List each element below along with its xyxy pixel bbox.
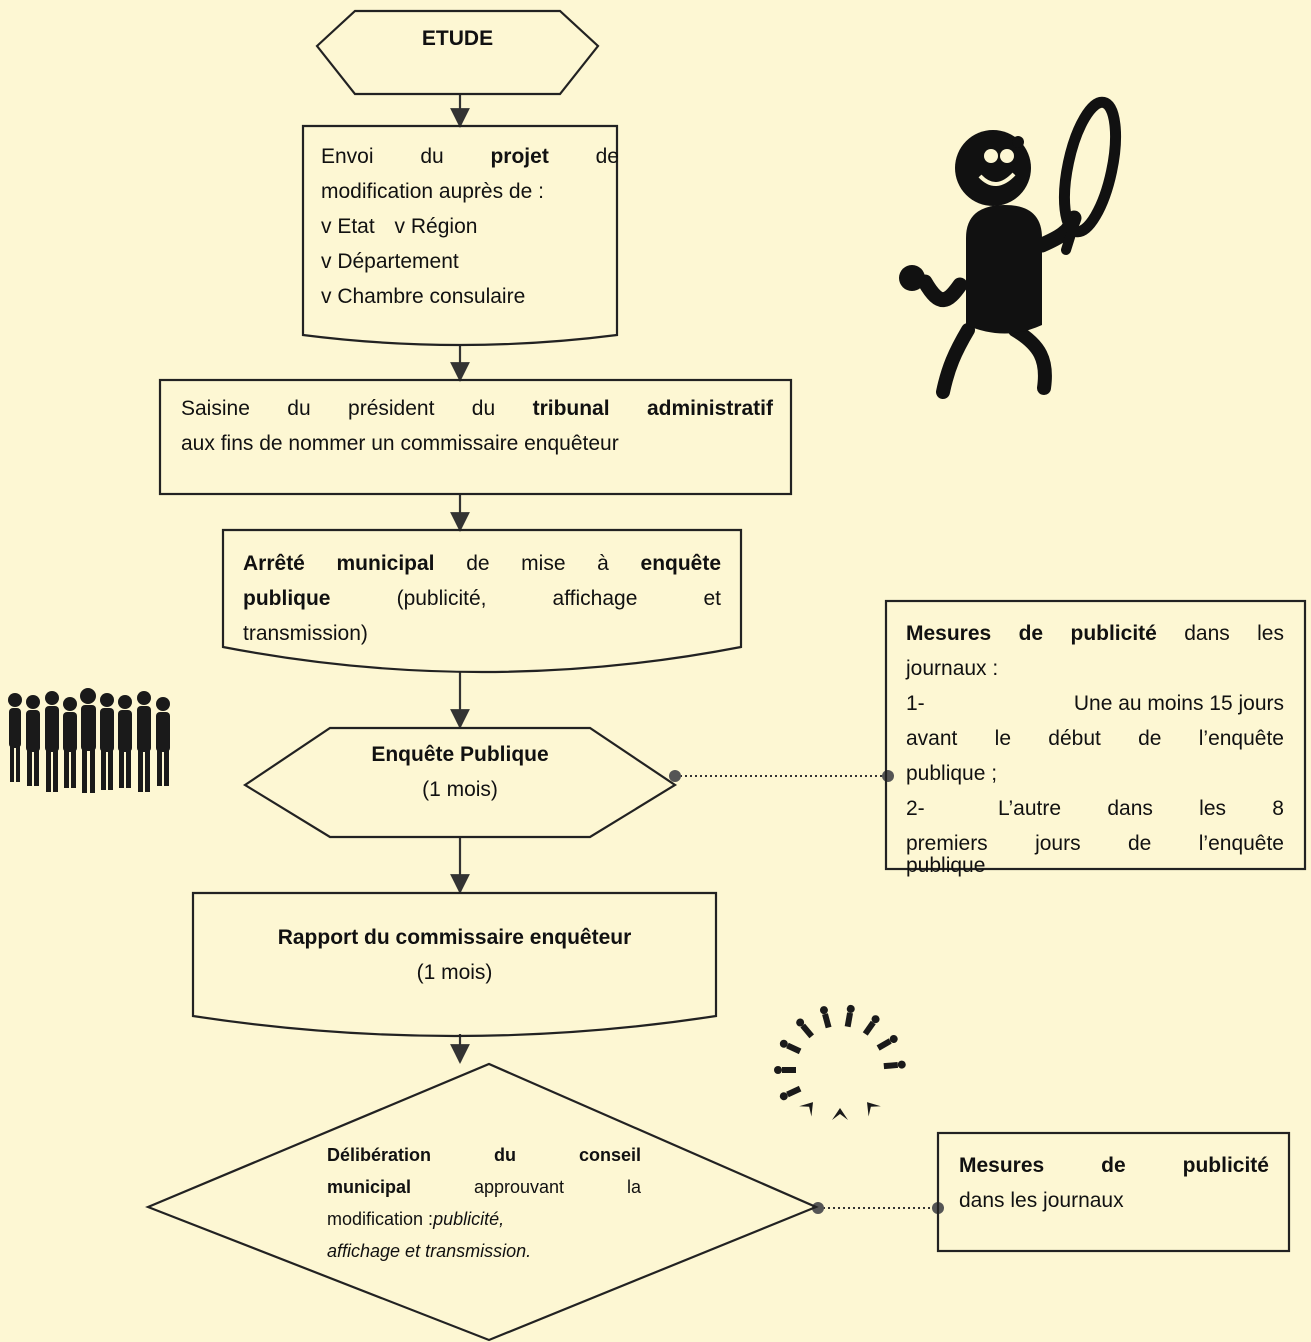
arrete-et: et bbox=[703, 587, 721, 610]
arrete-publique: publique bbox=[243, 587, 331, 610]
deliberation-word: Délibération bbox=[327, 1145, 432, 1165]
arrete-words: de mise à bbox=[466, 552, 609, 575]
circle-people-illustration bbox=[774, 1004, 906, 1120]
mesures-2-mesures: Mesures bbox=[959, 1154, 1045, 1177]
envoi-line-3: v Etat v Région bbox=[321, 210, 477, 245]
envoi-word-du: du bbox=[420, 145, 444, 168]
recipient-region: v Région bbox=[394, 215, 478, 238]
mesures-1-line-3: 1- Une au moins 15 jours bbox=[906, 687, 1284, 722]
mesures-2-publicite: publicité bbox=[1182, 1154, 1269, 1177]
etude-label: ETUDE bbox=[421, 27, 494, 50]
mesures-1-line-4: avant le début de l’enquête bbox=[906, 727, 1284, 750]
mesures-1-line-1: Mesures de publicité dans les bbox=[906, 617, 1284, 652]
deliberation-municipal: municipal bbox=[327, 1177, 412, 1197]
deliberation-line-3: modification :publicité, bbox=[327, 1203, 504, 1235]
saisine-line-2: aux fins de nommer un commissaire enquêt… bbox=[181, 432, 619, 455]
envoi-word-envoi: Envoi bbox=[321, 145, 374, 168]
etude-hexagon bbox=[315, 9, 600, 96]
deliberation-conseil: conseil bbox=[578, 1145, 641, 1165]
deliberation-modification: modification : bbox=[327, 1209, 434, 1229]
deliberation-la: la bbox=[626, 1177, 641, 1197]
saisine-line-1: Saisine du président du tribunal adminis… bbox=[181, 392, 773, 427]
arrete-document-shape bbox=[221, 528, 743, 674]
deliberation-line-1: Délibération du conseil bbox=[327, 1139, 641, 1171]
dotted-link-enquete bbox=[669, 770, 894, 782]
enquete-title: Enquête Publique bbox=[371, 743, 549, 766]
envoi-line-1: Envoi du projet de bbox=[321, 140, 619, 175]
rapport-duration: (1 mois) bbox=[416, 961, 493, 984]
item-2-text: L’autre dans les 8 bbox=[998, 797, 1284, 820]
mesures-1-title: Mesures de publicité bbox=[906, 622, 1157, 645]
crowd-illustration bbox=[8, 688, 170, 793]
arrete-affichage: affichage bbox=[552, 587, 638, 610]
item-number-1: 1- bbox=[906, 692, 925, 715]
enquete-duration: (1 mois) bbox=[422, 778, 498, 801]
deliberation-publicite: publicité, bbox=[433, 1209, 505, 1229]
saisine-intro: Saisine du président du bbox=[181, 397, 496, 420]
mesures-2-de: de bbox=[1101, 1154, 1126, 1177]
item-number-2: 2- bbox=[906, 797, 925, 820]
dotted-link-deliberation bbox=[812, 1202, 944, 1214]
arrete-line-2: publique (publicité, affichage et bbox=[243, 582, 721, 617]
arrete-title: Arrêté municipal bbox=[243, 552, 435, 575]
detective-illustration bbox=[899, 96, 1122, 399]
deliberation-line-2: municipal approuvant la bbox=[327, 1171, 641, 1203]
recipient-departement: v Département bbox=[321, 250, 459, 273]
mesures-box-1 bbox=[884, 599, 1307, 871]
mesures-box-2 bbox=[936, 1131, 1291, 1253]
saisine-box bbox=[158, 378, 793, 496]
arrete-publicite: (publicité, bbox=[396, 587, 487, 610]
item-1-text: Une au moins 15 jours bbox=[1073, 692, 1284, 715]
mesures-2-line-1: Mesures de publicité bbox=[959, 1149, 1269, 1184]
recipient-etat: v Etat bbox=[321, 215, 375, 238]
mesures-1-line-7: premiers jours de l’enquête bbox=[906, 832, 1284, 855]
envoi-word-de: de bbox=[595, 145, 619, 168]
mesures-1-line-8: publique bbox=[906, 854, 986, 877]
mesures-1-dans-les: dans les bbox=[1184, 622, 1284, 645]
mesures-2-line-2: dans les journaux bbox=[959, 1189, 1124, 1212]
mesures-1-line-2: journaux : bbox=[906, 657, 999, 680]
deliberation-approuvant: approuvant bbox=[473, 1177, 565, 1197]
mesures-1-line-6: 2- L’autre dans les 8 bbox=[906, 792, 1284, 827]
arrete-line-3: transmission) bbox=[243, 622, 368, 645]
deliberation-du: du bbox=[494, 1145, 516, 1165]
enquete-hexagon bbox=[242, 726, 678, 839]
envoi-document-shape bbox=[301, 124, 619, 347]
rapport-document-shape bbox=[191, 891, 718, 1038]
arrete-line-1: Arrêté municipal de mise à enquête bbox=[243, 547, 721, 582]
deliberation-line-4: affichage et transmission. bbox=[327, 1241, 532, 1261]
envoi-line-2: modification auprès de : bbox=[321, 180, 544, 203]
saisine-tribunal: tribunal administratif bbox=[532, 397, 773, 420]
mesures-1-line-5: publique ; bbox=[906, 762, 998, 785]
deliberation-diamond bbox=[145, 1062, 819, 1342]
arrete-enquete: enquête bbox=[640, 552, 722, 575]
envoi-word-projet: projet bbox=[490, 145, 549, 168]
rapport-title: Rapport du commissaire enquêteur bbox=[277, 926, 632, 949]
recipient-chambre-consulaire: v Chambre consulaire bbox=[321, 285, 526, 308]
